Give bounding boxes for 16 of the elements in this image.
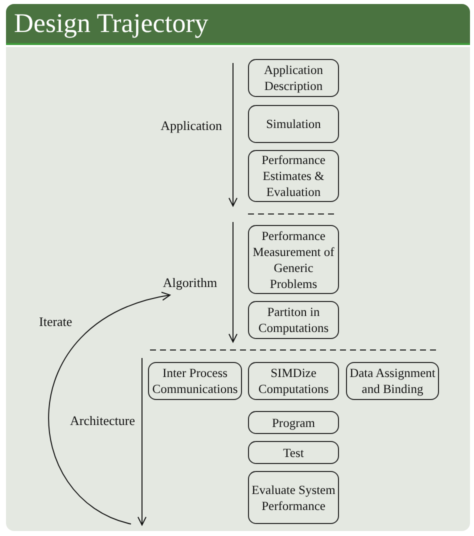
step-box: Performance Measurement of Generic Problems bbox=[248, 225, 339, 294]
curved-arrow bbox=[48, 292, 170, 524]
step-box: Inter Process Communications bbox=[148, 362, 242, 400]
phase-label: Architecture bbox=[69, 413, 135, 429]
step-box: Performance Estimates & Evaluation bbox=[248, 150, 339, 202]
step-box: Program bbox=[248, 411, 339, 434]
step-box: Application Description bbox=[248, 59, 339, 97]
step-box: Partiton in Computations bbox=[248, 301, 339, 339]
step-box: Simulation bbox=[248, 105, 339, 143]
step-box: Test bbox=[248, 441, 339, 464]
phase-label: Algorithm bbox=[160, 273, 220, 293]
phase-label: Application bbox=[160, 118, 222, 134]
step-box: Data Assignment and Binding bbox=[346, 362, 439, 400]
title: Design Trajectory bbox=[14, 10, 208, 37]
step-box: Evaluate System Performance bbox=[248, 471, 339, 524]
step-box: SIMDize Computations bbox=[248, 362, 339, 400]
